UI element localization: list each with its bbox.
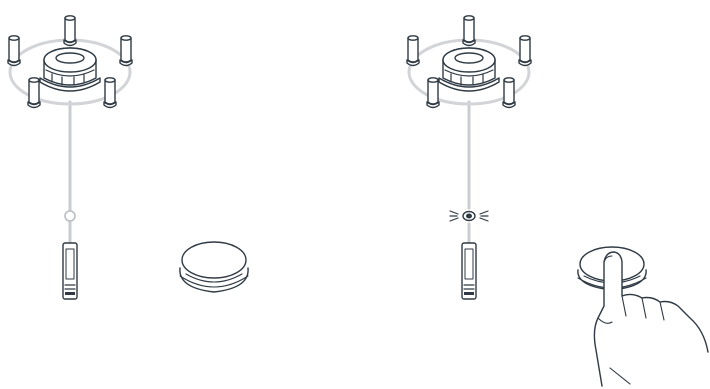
panel-idle	[8, 16, 249, 300]
hand-icon	[593, 251, 709, 387]
remote-transmitter-icon	[62, 242, 78, 300]
panel-pressed	[407, 16, 709, 387]
remote-transmitter-icon	[461, 242, 477, 300]
led-indicator-icon	[449, 210, 489, 222]
led-indicator-icon	[64, 210, 76, 222]
base-station-icon	[407, 16, 531, 108]
push-button-icon	[179, 241, 249, 293]
base-station-icon	[8, 16, 132, 108]
